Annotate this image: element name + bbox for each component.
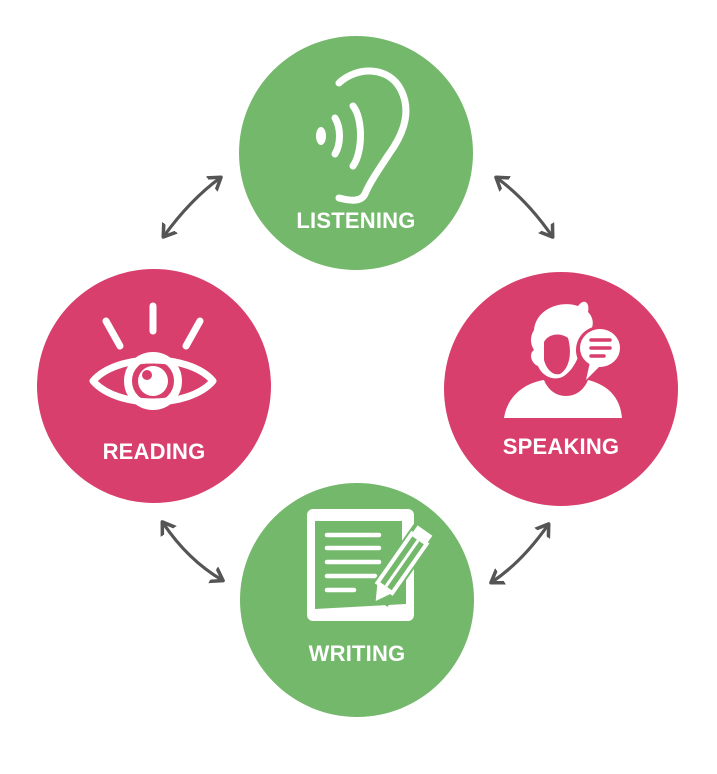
document-pencil-icon [307, 509, 436, 621]
arrow-reading-listening [164, 178, 220, 236]
node-label-writing: WRITING [308, 641, 406, 666]
eye-icon [89, 302, 217, 410]
node-reading: READING [37, 269, 271, 503]
person-speech-bubble-icon [504, 301, 624, 418]
arrow-writing-reading [163, 523, 222, 580]
arrow-listening-speaking [497, 178, 552, 236]
node-listening: LISTENING [239, 36, 473, 270]
node-label-reading: READING [102, 439, 206, 464]
arrow-speaking-writing [492, 525, 548, 582]
ear-icon [316, 67, 410, 204]
node-label-speaking: SPEAKING [502, 434, 620, 459]
node-speaking: SPEAKING [444, 272, 678, 506]
node-label-listening: LISTENING [296, 208, 416, 233]
node-writing: WRITING [240, 483, 474, 717]
